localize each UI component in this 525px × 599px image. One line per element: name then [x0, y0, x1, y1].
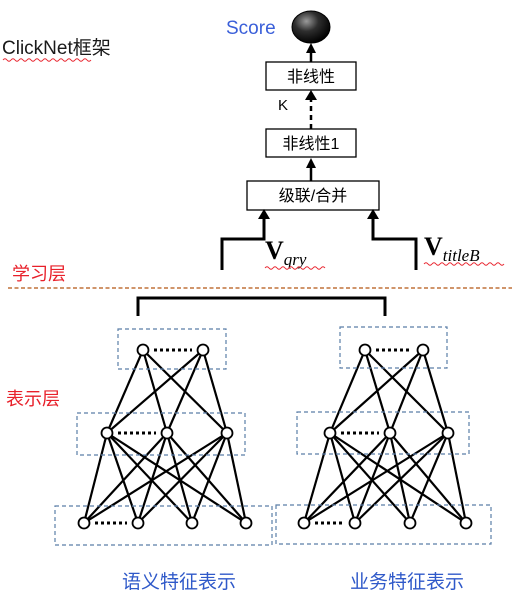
- semantic-net-edge: [83, 432, 168, 524]
- semantic-net-node: [100, 426, 114, 440]
- score-label: Score: [226, 18, 276, 39]
- semantic-net-edge: [166, 432, 247, 524]
- title-elbow-arrowhead: [367, 209, 379, 219]
- business-net-layer-3-box: [275, 504, 492, 545]
- semantic-net-node: [160, 426, 174, 440]
- business-net-edge: [328, 349, 367, 434]
- concat-box: [246, 180, 380, 211]
- score-output-node: [291, 10, 331, 44]
- semantic-net-edge: [105, 349, 145, 434]
- nonlinear-1-label: 非线性1: [283, 135, 340, 153]
- business-net-edge: [354, 432, 449, 524]
- concat-label: 级联/合并: [279, 187, 347, 205]
- business-net-edge: [388, 349, 425, 434]
- business-net-node: [416, 343, 430, 357]
- business-net-edge: [408, 432, 450, 524]
- semantic-net-layer-2-box: [76, 412, 246, 456]
- business-net-edge: [421, 349, 450, 434]
- nonlinear-1-box: [265, 128, 357, 158]
- title-spellcheck-underline: [423, 262, 505, 266]
- semantic-net-node: [77, 516, 91, 530]
- semantic-net-node: [136, 343, 150, 357]
- query-vector-label: Vqry: [265, 236, 307, 269]
- semantic-net-layer-3-box: [54, 505, 273, 546]
- semantic-net-node: [196, 343, 210, 357]
- tower-join-bracket: [136, 296, 387, 316]
- semantic-feature-caption: 语义特征表示: [122, 571, 236, 593]
- title-vector-sub: titleB: [443, 246, 480, 265]
- semantic-net-edge: [106, 432, 247, 524]
- semantic-net-edges: [82, 349, 248, 524]
- diagram-title: ClickNet框架: [2, 37, 111, 59]
- business-net-edge: [446, 432, 468, 524]
- repeat-k-label: K: [278, 97, 288, 114]
- business-net-edge: [329, 432, 467, 524]
- query-elbow-arrowhead: [258, 209, 270, 219]
- semantic-net-edge: [190, 432, 229, 524]
- business-net-node: [297, 516, 311, 530]
- semantic-net-layer-1-box: [117, 328, 227, 370]
- business-net-edges: [302, 349, 468, 524]
- query-spellcheck-underline: [264, 266, 326, 270]
- business-net-node: [383, 426, 397, 440]
- business-net-node: [323, 426, 337, 440]
- business-net-node: [459, 516, 473, 530]
- semantic-feature-network: [54, 328, 273, 546]
- semantic-net-edge: [136, 432, 169, 524]
- business-net-edge: [302, 432, 332, 524]
- semantic-net-edge: [165, 349, 205, 434]
- semantic-net-node: [220, 426, 234, 440]
- learning-layer-label: 学习层: [12, 264, 66, 284]
- repeat-arrow-head: [305, 90, 317, 100]
- query-elbow-connector: [220, 216, 266, 270]
- semantic-net-node: [185, 516, 199, 530]
- business-net-edge: [303, 432, 391, 524]
- business-net-layer-2-box: [296, 411, 470, 455]
- semantic-net-node: [131, 516, 145, 530]
- title-spellcheck-underline: [2, 58, 92, 62]
- business-net-node: [348, 516, 362, 530]
- business-feature-caption: 业务特征表示: [350, 571, 464, 593]
- semantic-net-edge: [105, 432, 140, 524]
- title-elbow-connector: [371, 216, 418, 270]
- business-net-layer-1-box: [339, 326, 448, 369]
- business-net-node: [358, 343, 372, 357]
- nonlinear-top-label: 非线性: [287, 68, 335, 86]
- query-vector-sub: qry: [284, 250, 307, 269]
- semantic-net-edge: [82, 432, 109, 524]
- business-net-edge: [329, 432, 411, 524]
- business-net-node: [441, 426, 455, 440]
- business-net-edge: [303, 432, 449, 524]
- business-net-edge: [329, 349, 424, 434]
- semantic-net-edge: [83, 432, 228, 524]
- semantic-net-edge: [106, 432, 193, 524]
- title-vector-base: V: [424, 232, 443, 261]
- title-vector-label: VtitleB: [424, 232, 480, 265]
- semantic-net-edge: [106, 349, 204, 434]
- business-net-edge: [328, 432, 357, 524]
- semantic-net-edge: [225, 432, 248, 524]
- business-net-node: [403, 516, 417, 530]
- semantic-net-edge: [201, 349, 229, 434]
- semantic-net-edge: [165, 432, 194, 524]
- business-net-edge: [353, 432, 392, 524]
- query-vector-base: V: [265, 236, 284, 265]
- semantic-net-node: [239, 516, 253, 530]
- semantic-net-edge: [137, 432, 228, 524]
- representation-layer-label: 表示层: [6, 389, 60, 409]
- business-feature-network: [275, 326, 492, 545]
